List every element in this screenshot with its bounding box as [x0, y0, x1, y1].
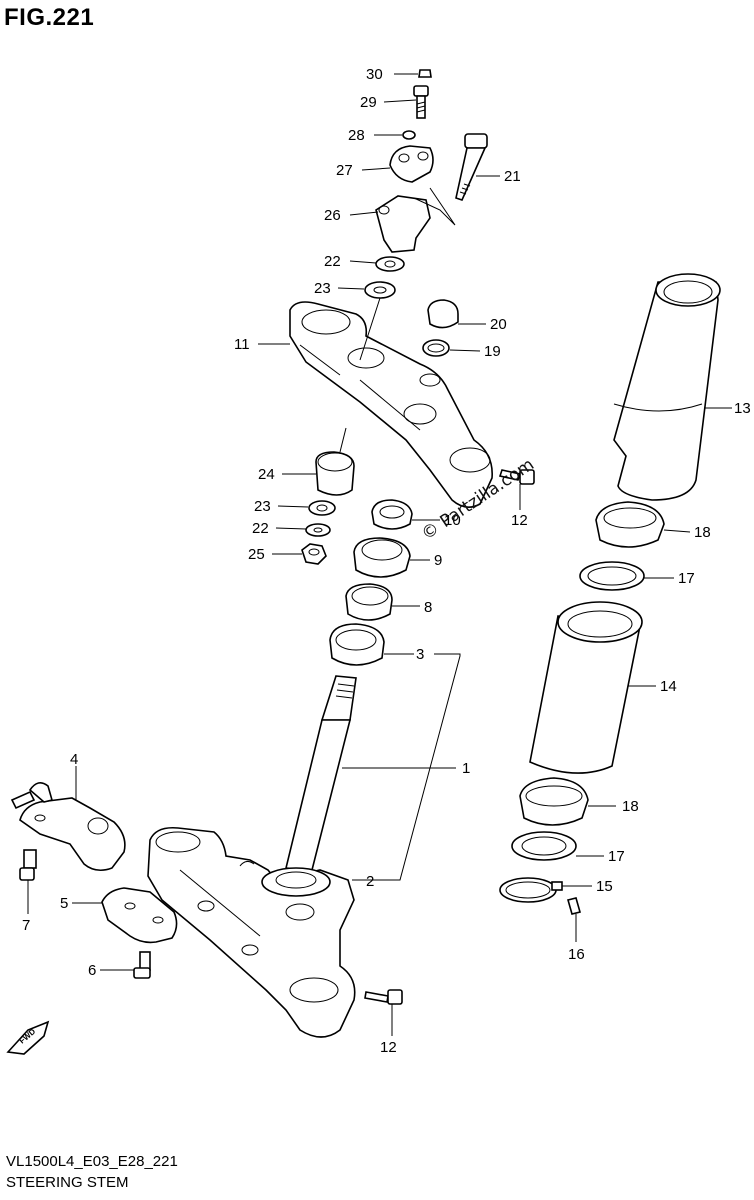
callout-25: 25 [248, 546, 265, 563]
part-2-lower-bracket[interactable] [147, 826, 356, 1038]
callout-2: 2 [366, 873, 374, 890]
callout-1: 1 [462, 760, 470, 777]
callout-23: 23 [314, 280, 331, 297]
callout-12-lower: 12 [380, 1039, 397, 1056]
callout-16: 16 [568, 946, 585, 963]
part-26-handlebar-holder[interactable] [375, 187, 456, 253]
forward-arrow-icon: FWD [6, 1020, 50, 1055]
callout-24: 24 [258, 466, 275, 483]
callout-27: 27 [336, 162, 353, 179]
part-27-handlebar-clamp[interactable] [389, 145, 434, 183]
callout-3: 3 [416, 646, 424, 663]
part-1-steering-stem[interactable] [261, 675, 357, 897]
part-18-cushion-lower[interactable] [519, 777, 589, 826]
callout-20: 20 [490, 316, 507, 333]
part-12-bolt-upper[interactable] [498, 469, 535, 485]
part-17-washer-lower[interactable] [511, 831, 577, 861]
part-21-bolt[interactable] [455, 133, 488, 201]
part-15-band[interactable] [499, 877, 563, 903]
part-14-lower-cover[interactable] [529, 601, 643, 774]
callout-9: 9 [434, 552, 442, 569]
part-23-washer[interactable] [364, 281, 396, 299]
callout-5: 5 [60, 895, 68, 912]
part-6-bolt[interactable] [133, 951, 151, 979]
callout-26: 26 [324, 207, 341, 224]
part-9-dust-seal[interactable] [353, 537, 411, 578]
part-7-bolt[interactable] [19, 849, 37, 881]
callout-18-upper: 18 [694, 524, 711, 541]
part-24-bush[interactable] [315, 451, 355, 496]
callout-29: 29 [360, 94, 377, 111]
callout-8: 8 [424, 599, 432, 616]
callout-22: 22 [324, 253, 341, 270]
part-17-washer-upper[interactable] [579, 561, 645, 591]
callout-17-upper: 17 [678, 570, 695, 587]
callout-11: 11 [234, 336, 250, 353]
part-28-washer[interactable] [402, 130, 416, 140]
part-29-bolt[interactable] [413, 85, 429, 119]
callout-14: 14 [660, 678, 677, 695]
part-18-cushion-upper[interactable] [595, 501, 665, 548]
part-11-upper-bracket[interactable] [289, 301, 493, 508]
callout-labels: 30 29 28 27 21 26 22 23 20 11 19 13 24 1… [22, 66, 751, 1056]
part-19-washer[interactable] [422, 339, 450, 357]
callout-15: 15 [596, 878, 613, 895]
part-13-upper-cover[interactable] [613, 273, 721, 501]
callout-23-lower: 23 [254, 498, 271, 515]
callout-13: 13 [734, 400, 751, 417]
diagram-code: VL1500L4_E03_E28_221 [6, 1153, 178, 1170]
callout-28: 28 [348, 127, 365, 144]
part-3-bearing[interactable] [329, 623, 385, 666]
callout-21: 21 [504, 168, 521, 185]
part-16-screw[interactable] [567, 897, 581, 915]
callout-22-lower: 22 [252, 520, 269, 537]
callout-18-lower: 18 [622, 798, 639, 815]
part-22-washer-lower[interactable] [305, 523, 331, 537]
part-10-steering-nut[interactable] [371, 499, 413, 530]
callout-4: 4 [70, 751, 78, 768]
part-12-bolt-lower[interactable] [364, 989, 403, 1005]
part-20-cap[interactable] [427, 299, 459, 329]
callout-19: 19 [484, 343, 501, 360]
callout-30: 30 [366, 66, 383, 83]
part-8-bearing[interactable] [345, 583, 393, 621]
figure-title: FIG.221 [4, 4, 95, 31]
callout-7: 7 [22, 917, 30, 934]
callout-10: 10 [444, 512, 461, 529]
part-23-washer-lower[interactable] [308, 500, 336, 516]
callout-6: 6 [88, 962, 96, 979]
part-30-cap[interactable] [418, 69, 432, 78]
part-22-washer[interactable] [375, 256, 405, 272]
part-5-clamp[interactable] [101, 887, 178, 944]
leader-lines [27, 73, 732, 1036]
callout-17-lower: 17 [608, 848, 625, 865]
part-25-nut[interactable] [301, 543, 327, 565]
part-4-bracket[interactable] [10, 782, 126, 872]
callout-12-upper: 12 [511, 512, 528, 529]
diagram-name: STEERING STEM [6, 1174, 129, 1191]
